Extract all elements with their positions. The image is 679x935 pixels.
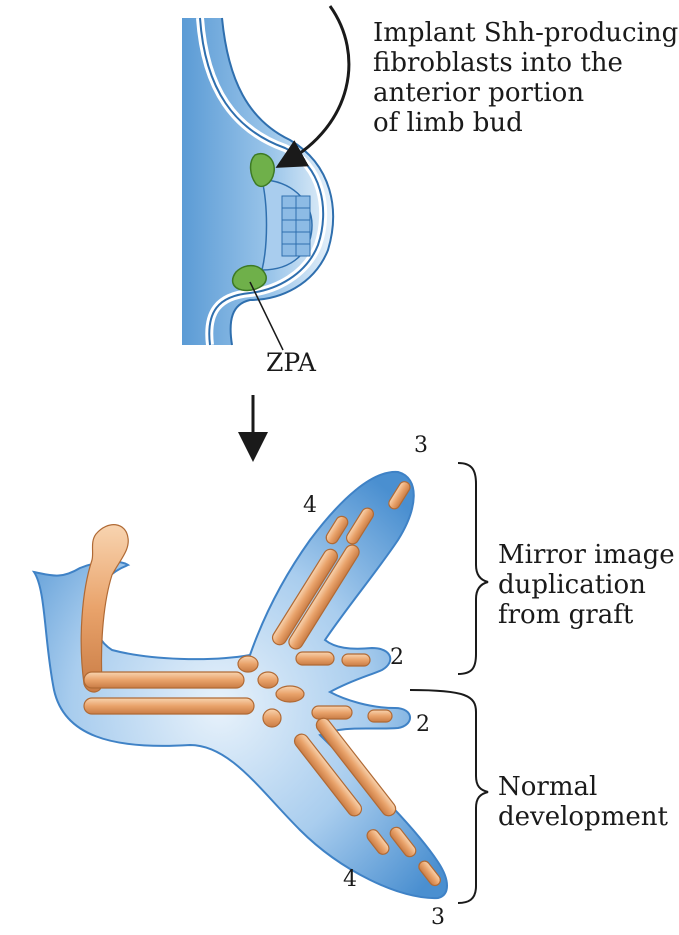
digit-bone [368, 710, 392, 722]
carpal-bone [238, 656, 258, 672]
implant-instruction-label: Implant Shh-producing fibroblasts into t… [373, 18, 678, 138]
carpal-bone [263, 709, 281, 727]
implant-arrow [286, 6, 349, 162]
mirror-duplication-label: Mirror image duplication from graft [498, 540, 675, 630]
mirror-line-2: duplication [498, 570, 675, 600]
zpa-cells [282, 196, 310, 256]
radius-bone [84, 672, 244, 688]
limb-bud-section [182, 18, 333, 350]
zpa-label: ZPA [266, 348, 316, 378]
digit-bone [296, 652, 334, 665]
digit-label-top-4: 4 [303, 493, 317, 518]
digit-label-mirror-2: 2 [390, 645, 404, 670]
normal-development-label: Normal development [498, 772, 668, 832]
implant-line-2: fibroblasts into the [373, 48, 678, 78]
digit-label-top-3: 3 [414, 433, 428, 458]
duplicated-limb [34, 472, 447, 898]
carpal-bone [258, 672, 278, 688]
mirror-bracket [458, 463, 488, 674]
normal-line-1: Normal [498, 772, 668, 802]
shh-graft [251, 154, 275, 187]
digit-bone [312, 706, 352, 719]
carpal-bone [276, 686, 304, 702]
implant-line-1: Implant Shh-producing [373, 18, 678, 48]
implant-line-4: of limb bud [373, 108, 678, 138]
mirror-line-1: Mirror image [498, 540, 675, 570]
digit-bone [342, 654, 370, 666]
mirror-line-3: from graft [498, 600, 675, 630]
digit-label-normal-2: 2 [416, 712, 430, 737]
normal-line-2: development [498, 802, 668, 832]
ulna-bone [84, 698, 254, 714]
implant-line-3: anterior portion [373, 78, 678, 108]
digit-label-bottom-4: 4 [343, 867, 357, 892]
digit-label-bottom-3: 3 [431, 905, 445, 930]
